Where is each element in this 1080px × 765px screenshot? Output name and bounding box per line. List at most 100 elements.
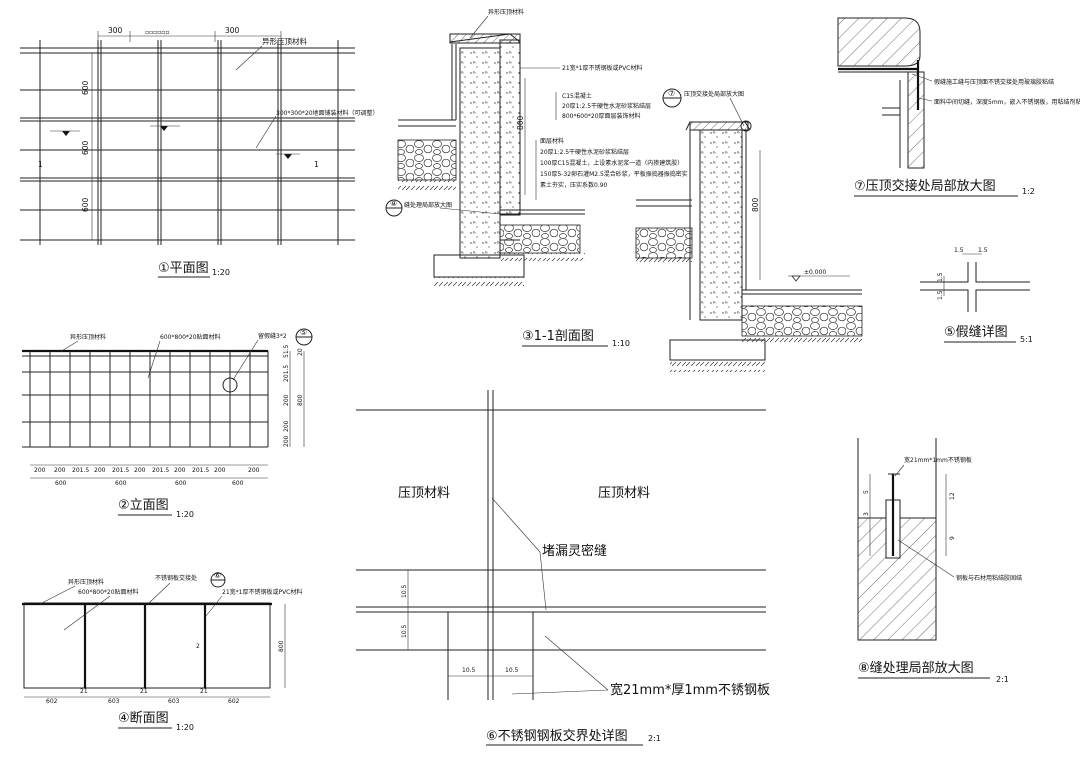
section-1-1: 800 异形压顶材料 21宽*1厚不锈钢板或PVC材料 C15混凝土 20厚1:… [385, 8, 863, 372]
cut-dim-1: 602 [46, 698, 58, 705]
plan-section-mark-left: 1 [38, 160, 43, 169]
elev-dim-2: 200 [54, 467, 66, 474]
detail-6: 10.5 10.5 10.5 10.5 压顶材料 压顶材料 堵漏灵密缝 宽21m… [356, 390, 770, 746]
elev-side-6: 200 [283, 435, 290, 447]
note-a-4: 800*600*20厚面层装饰材料 [562, 112, 641, 120]
callout-8-mark: ⑧ [390, 199, 397, 208]
detail5-scale: 5:1 [1020, 335, 1033, 344]
elev-dim-11: 200 [248, 467, 260, 474]
cut-dim-4: 21 [140, 688, 148, 695]
section-notes-b: 面层材料 20厚1:2.5干硬性水泥砂浆粘结层 100厚C15混凝土，上设素水泥… [535, 137, 688, 200]
detail-5: 1.5 1.5 1.5 1.5 ⑤假缝详图 5:1 [920, 247, 1033, 344]
elev-dim-8: 200 [174, 467, 186, 474]
plan-title: ①平面图 [158, 261, 209, 276]
elev-side-5: 200 [283, 420, 290, 432]
plan-view: 300 300 ▫▫▫▫▫▫ 异形压顶材料 300*300*20地面铺装材料（可… [20, 26, 379, 278]
elev-side-2: 20 [297, 348, 304, 356]
plan-dim-300-a: 300 [108, 26, 123, 35]
elev-callout: ⑤ [300, 328, 307, 337]
elevation-title: ②立面图 [118, 498, 169, 513]
note-a-1: 21宽*1厚不锈钢板或PVC材料 [562, 64, 642, 72]
elev-total-3: 600 [175, 480, 187, 487]
plan-label-paving: 300*300*20地面铺装材料（可调整） [276, 109, 379, 117]
section-title: ③1-1剖面图 [522, 329, 594, 344]
d8-top-label: 宽21mm*1mm不锈钢板 [904, 456, 972, 464]
note-b-4: 150厚5-32卵石灌M2.5混合砂浆，平板振捣器振捣密实 [540, 170, 688, 178]
section-notes-a: 21宽*1厚不锈钢板或PVC材料 C15混凝土 20厚1:2.5干硬性水泥砂浆粘… [520, 64, 651, 120]
cut-label-facing: 600*800*20贴面材料 [78, 588, 139, 596]
cut-label-coping: 异形压顶材料 [68, 578, 104, 586]
section-dim-800-b: 800 [751, 197, 760, 212]
d6-plate-label: 宽21mm*厚1mm不锈钢板 [610, 682, 770, 698]
elev-total-4: 600 [232, 480, 244, 487]
plan-side-dim-3: 600 [81, 197, 90, 212]
elev-bottom-dims: 200 200 201.5 200 201.5 200 201.5 200 20… [30, 464, 268, 487]
elev-dim-6: 200 [134, 467, 146, 474]
note-b-3: 100厚C15混凝土，上设素水泥浆一道（内掺建筑胶） [540, 159, 683, 167]
d5-dim-4: 1.5 [937, 290, 944, 300]
detail6-title: ⑥不锈钢钢板交界处详图 [486, 728, 628, 744]
cut-side-total: 800 [278, 640, 285, 652]
detail5-title: ⑤假缝详图 [944, 325, 1008, 340]
plan-side-dim-1: 600 [81, 80, 90, 95]
elevation-view: 异形压顶材料 600*800*20贴面材料 留假缝3*2 ⑤ 200 200 2… [22, 328, 313, 519]
note-b-2: 20厚1:2.5干硬性水泥砂浆粘结层 [540, 148, 629, 156]
cut-callout: ⑥ [214, 571, 221, 580]
plan-scale: 1:20 [212, 268, 230, 277]
plan-grid [20, 40, 355, 245]
elev-label-coping: 异形压顶材料 [70, 333, 106, 341]
d5-dim-3: 1.5 [937, 272, 944, 282]
note-b-5: 素土夯实，压实系数0.90 [540, 181, 608, 189]
elev-side-3: 201.5 [283, 365, 290, 382]
elevation-grid [22, 349, 269, 448]
d6-dim-4: 10.5 [505, 667, 519, 674]
plan-section-mark: 1 [314, 160, 319, 169]
elev-side-4: 200 [283, 394, 290, 406]
elev-side-1: 51.5 [283, 344, 290, 358]
plan-side-dim-2: 600 [81, 140, 90, 155]
section-cut-title: ④断面图 [118, 711, 169, 726]
callout-7-text: 压顶交接处局部放大图 [684, 90, 744, 98]
section-top-label: 异形压顶材料 [488, 8, 524, 16]
d8-dim-2: 12 [949, 492, 956, 500]
elev-dim-1: 200 [34, 467, 46, 474]
elev-dim-5: 201.5 [112, 467, 129, 474]
elevation-scale: 1:20 [176, 510, 194, 519]
section-dim-800-a: 800 [516, 115, 525, 130]
cut-dim-6: 21 [200, 688, 208, 695]
detail7-scale: 1:2 [1022, 187, 1035, 196]
d8-dim-4: 9 [949, 536, 956, 540]
note-a-3: 20厚1:2.5干硬性水泥砂浆粘结层 [562, 102, 651, 110]
d6-dim-1: 10.5 [401, 584, 408, 598]
plan-side-dims: 600 600 600 [81, 53, 93, 240]
section-scale: 1:10 [612, 339, 630, 348]
cut-dim-2: 21 [80, 688, 88, 695]
section-right-wall: 800 ±0.000 [635, 121, 863, 372]
cut-dim-7: 602 [228, 698, 240, 705]
section-callout-7: ⑦ 压顶交接处局部放大图 [662, 88, 752, 132]
d5-dim-1: 1.5 [954, 247, 964, 254]
d7-note-1: 假缝施工缝与压顶面不锈交接处用玻璃胶粘结 [934, 78, 1054, 86]
plan-level-marks [50, 125, 300, 159]
elev-side-dims: 51.5 20 201.5 200 200 200 800 [283, 344, 305, 447]
detail8-title: ⑧缝处理局部放大图 [858, 661, 974, 676]
cut-dim-3: 603 [108, 698, 120, 705]
callout-8-text: 缝处理局部放大图 [404, 201, 452, 209]
d5-dim-2: 1.5 [978, 247, 988, 254]
section-cut-view: 异形压顶材料 不锈钢板交接处 600*800*20贴面材料 21宽*1厚不锈钢板… [22, 571, 302, 732]
section-cut-scale: 1:20 [176, 723, 194, 732]
note-a-2: C15混凝土 [562, 92, 592, 100]
detail7-title: ⑦压顶交接处局部放大图 [854, 178, 996, 194]
plan-label-coping: 异形压顶材料 [262, 36, 307, 46]
plan-dim-300-b: 300 [225, 26, 240, 35]
d6-label-left: 压顶材料 [398, 486, 450, 501]
plan-dim-note: ▫▫▫▫▫▫ [145, 29, 169, 36]
cut-dim-5: 603 [168, 698, 180, 705]
cut-label-plate: 21宽*1厚不锈钢板或PVC材料 [222, 588, 302, 596]
d7-note-2: 面料中间切缝，深度5mm，嵌入不锈钢板，用粘结剂粘结 [934, 98, 1080, 106]
detail-8: 5 3 12 9 宽21mm*1mm不锈钢板 钢板与石材用粘结胶固结 ⑧缝处理局… [857, 438, 1022, 684]
elev-label-groove: 留假缝3*2 [258, 332, 287, 340]
elev-dim-7: 201.5 [152, 467, 169, 474]
d8-dim-1: 5 [863, 490, 870, 494]
plan-top-dims: 300 300 ▫▫▫▫▫▫ [97, 26, 282, 42]
